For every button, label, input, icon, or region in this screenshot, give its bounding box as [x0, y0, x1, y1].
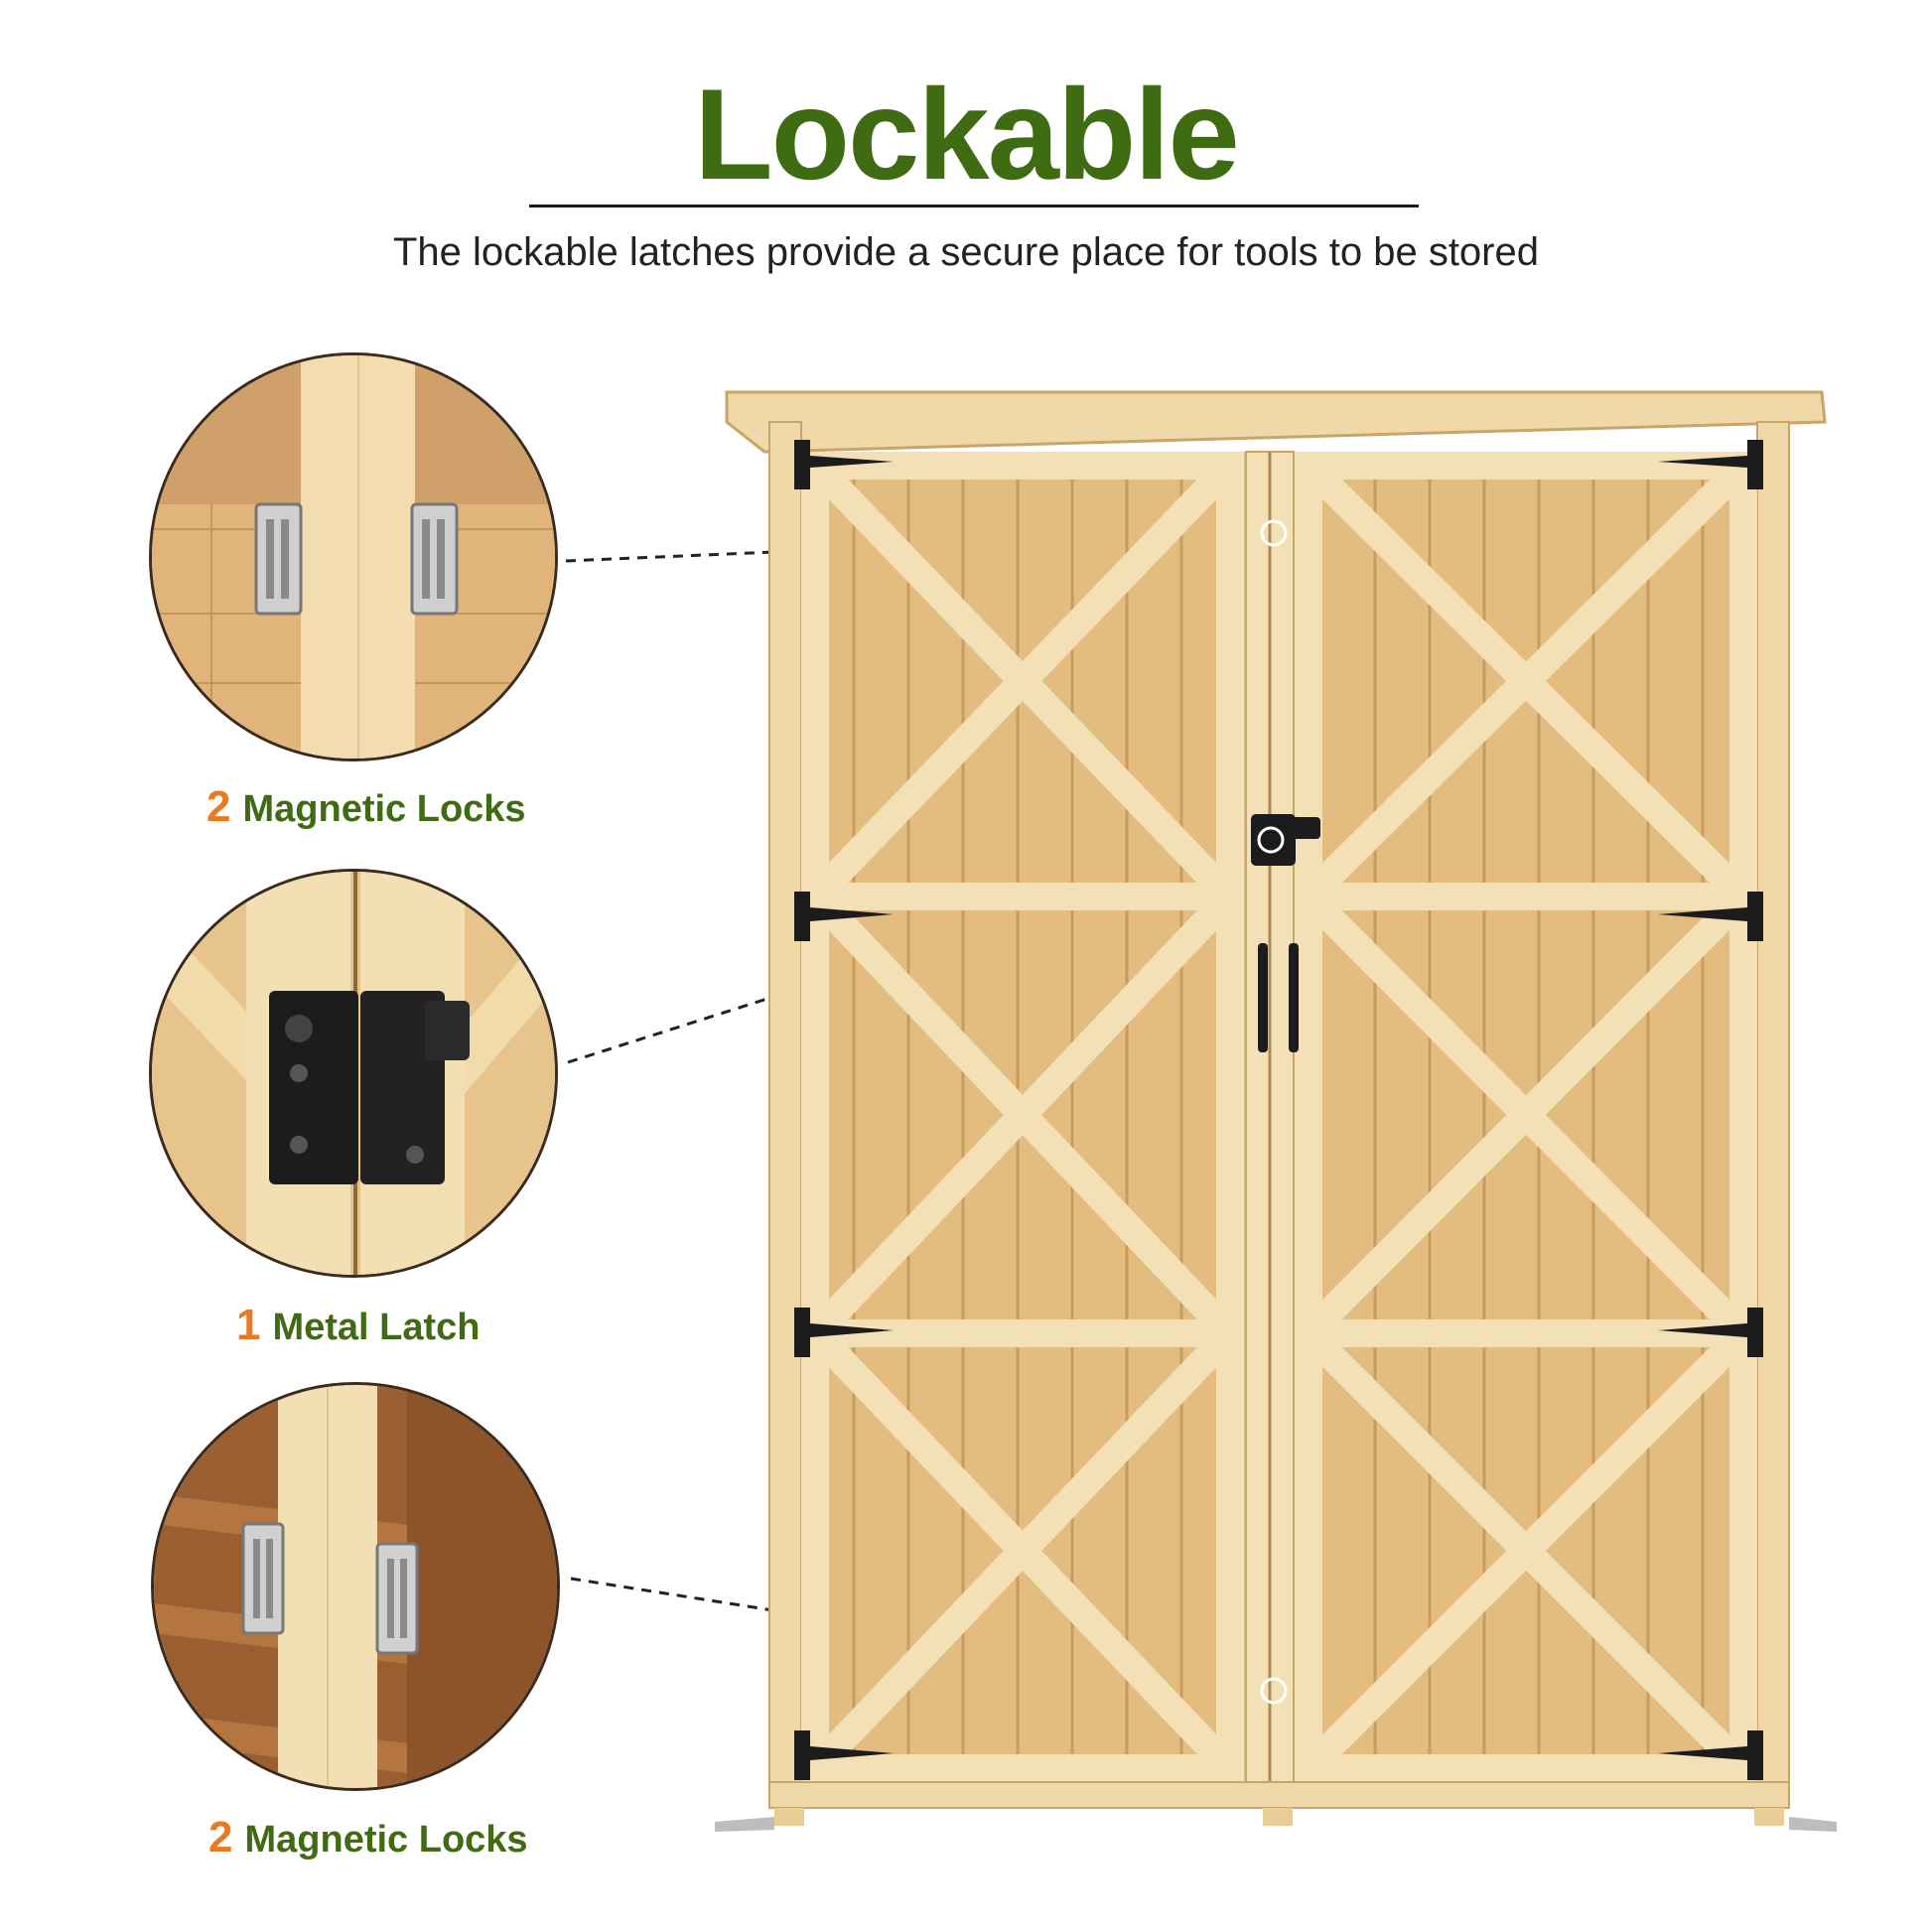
storage-cabinet — [715, 390, 1837, 1832]
magnetic-lock-top-illustration — [152, 355, 555, 759]
page-title: Lockable — [694, 62, 1240, 207]
magnetic-lock-top-closeup — [149, 352, 558, 761]
magnetic-lock-bottom-illustration — [154, 1385, 557, 1788]
callout-count-2: 1 — [236, 1301, 261, 1349]
callout-label-1: 2 Magnetic Locks — [207, 782, 526, 832]
callout-count-1: 2 — [207, 782, 231, 831]
metal-latch-illustration — [152, 872, 555, 1275]
callout-text-2: Metal Latch — [272, 1307, 481, 1348]
metal-latch-closeup — [149, 869, 558, 1278]
page-subtitle: The lockable latches provide a secure pl… — [393, 230, 1539, 274]
title-divider — [529, 205, 1419, 207]
magnetic-lock-bottom-closeup — [151, 1382, 560, 1791]
callout-label-3: 2 Magnetic Locks — [208, 1813, 528, 1863]
callout-count-3: 2 — [208, 1813, 233, 1862]
callout-text-1: Magnetic Locks — [242, 788, 526, 830]
callout-text-3: Magnetic Locks — [244, 1819, 528, 1861]
callout-label-2: 1 Metal Latch — [236, 1301, 481, 1350]
